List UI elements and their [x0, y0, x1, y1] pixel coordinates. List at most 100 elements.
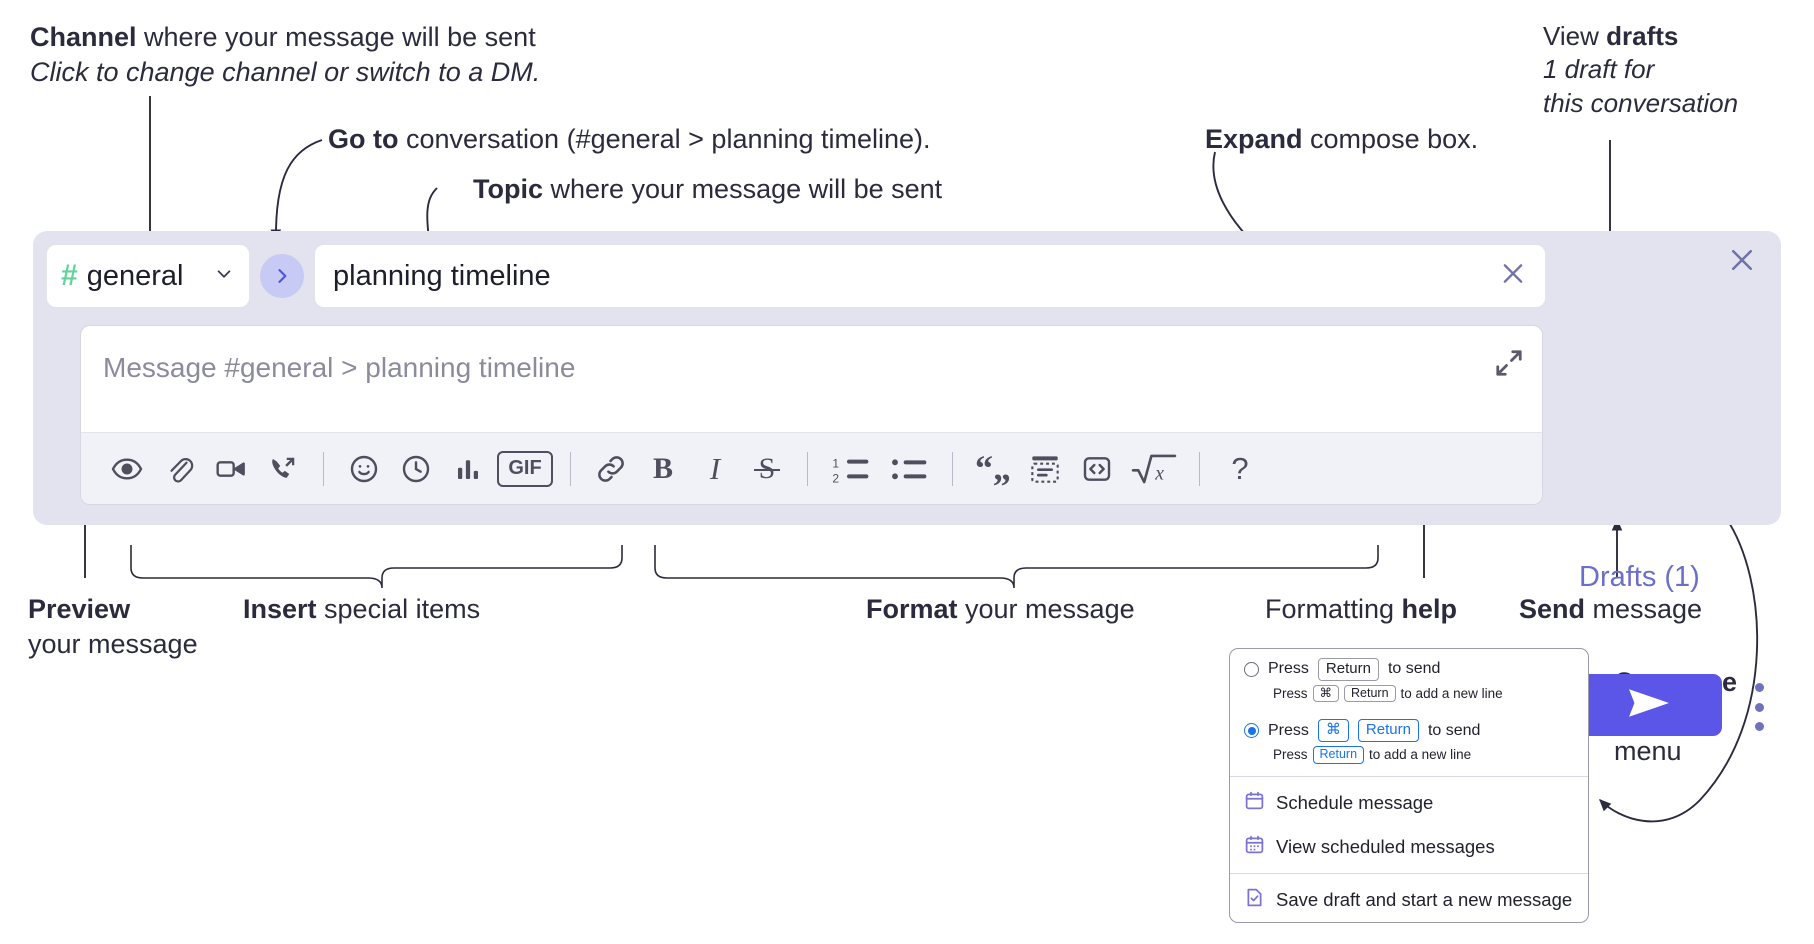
- radio-selected[interactable]: [1244, 723, 1259, 739]
- channel-selector[interactable]: # general: [47, 245, 249, 307]
- toolbar-separator: [323, 451, 324, 486]
- kebab-dot: [1754, 702, 1764, 712]
- clock-icon[interactable]: [390, 443, 442, 495]
- send-option-return-sub: Press ⌘ Return to add a new line: [1230, 683, 1588, 711]
- italic-label: I: [709, 450, 721, 486]
- paperclip-icon[interactable]: [153, 443, 205, 495]
- compose-options-button[interactable]: [1747, 683, 1771, 731]
- bulleted-list-icon[interactable]: [880, 443, 938, 495]
- annotation-topic-rest: where your message will be sent: [543, 174, 943, 204]
- calendar-icon: [1244, 790, 1265, 816]
- annotation-help-pre: Formatting: [1265, 594, 1402, 624]
- annotation-channel: Channel where your message will be sent …: [30, 20, 670, 89]
- gif-label: GIF: [497, 450, 553, 487]
- annotation-help-bold: help: [1401, 594, 1458, 624]
- annotation-drafts-italic2: this conversation: [1543, 87, 1739, 118]
- drafts-link[interactable]: Drafts (1): [1579, 561, 1700, 593]
- strikethrough-label: S: [758, 451, 776, 485]
- annotation-preview-bold: Preview: [28, 594, 131, 624]
- send-option-cmd-return-sub: Press Return to add a new line: [1230, 744, 1588, 772]
- annotation-topic: Topic where your message will be sent: [473, 172, 1113, 207]
- eye-icon[interactable]: [101, 443, 153, 495]
- expand-compose-icon[interactable]: [1494, 348, 1524, 383]
- annotation-help: Formatting help: [1265, 592, 1515, 627]
- menu-item-schedule-message[interactable]: Schedule message: [1230, 781, 1588, 825]
- close-icon[interactable]: [1725, 243, 1759, 277]
- annotation-insert-bold: Insert: [243, 594, 317, 624]
- svg-text:x: x: [1154, 463, 1164, 484]
- code-icon[interactable]: [1071, 443, 1123, 495]
- menu-divider: [1230, 872, 1588, 874]
- topic-value: planning timeline: [333, 259, 551, 292]
- annotation-expand-rest: compose box.: [1302, 124, 1479, 154]
- ordered-list-icon[interactable]: 1 2: [822, 443, 880, 495]
- key-return: Return: [1312, 746, 1365, 764]
- toolbar-separator: [1199, 451, 1200, 486]
- toolbar-separator: [952, 451, 953, 486]
- svg-text:1: 1: [832, 456, 839, 470]
- annotation-preview-rest: your message: [28, 628, 198, 659]
- goto-conversation-button[interactable]: [260, 254, 304, 298]
- key-return: Return: [1317, 658, 1379, 681]
- option1-pre: Press: [1268, 660, 1309, 678]
- option1-sub-post: to add a new line: [1400, 686, 1503, 702]
- annotation-drafts: View drafts 1 draft for this conversatio…: [1543, 20, 1803, 120]
- send-button[interactable]: [1576, 674, 1722, 736]
- annotation-compose-rest: menu: [1614, 736, 1682, 767]
- toolbar-separator: [807, 451, 808, 486]
- blockquote-icon[interactable]: “„: [967, 443, 1019, 495]
- link-icon[interactable]: [585, 443, 637, 495]
- call-forward-icon[interactable]: [257, 443, 309, 495]
- code-block-icon[interactable]: [1019, 443, 1071, 495]
- topic-input[interactable]: planning timeline: [315, 245, 1545, 307]
- bold-label: B: [652, 451, 673, 485]
- kebab-dot: [1754, 722, 1764, 731]
- strike-line: [753, 469, 781, 472]
- menu-item-label: Save draft and start a new message: [1276, 888, 1573, 910]
- annotation-channel-rest: where your message will be sent: [136, 22, 536, 52]
- compose-topbar: # general planning timeline: [47, 245, 1545, 307]
- video-icon[interactable]: [205, 443, 257, 495]
- message-editor[interactable]: Message #general > planning timeline: [80, 325, 1543, 505]
- send-option-cmd-return[interactable]: Press ⌘ Return to send: [1230, 710, 1588, 744]
- emoji-icon[interactable]: [338, 443, 390, 495]
- italic-icon[interactable]: I: [689, 443, 741, 495]
- formula-icon[interactable]: x: [1123, 443, 1185, 495]
- annotation-channel-italic: Click to change channel or switch to a D…: [30, 56, 541, 87]
- annotation-expand: Expand compose box.: [1205, 122, 1535, 157]
- send-option-return[interactable]: Press Return to send: [1230, 649, 1588, 683]
- key-return: Return: [1344, 684, 1396, 703]
- toolbar-separator: [570, 451, 571, 486]
- bold-icon[interactable]: B: [637, 443, 689, 495]
- annotation-insert: Insert special items: [243, 592, 573, 627]
- strikethrough-icon[interactable]: S: [741, 443, 793, 495]
- menu-divider: [1230, 775, 1588, 777]
- radio-unselected[interactable]: [1244, 661, 1259, 677]
- formatting-toolbar: GIF B I S: [81, 432, 1542, 504]
- annotation-goto-rest: conversation (#general > planning timeli…: [398, 124, 931, 154]
- gif-icon[interactable]: GIF: [494, 443, 556, 495]
- annotation-channel-bold: Channel: [30, 22, 137, 52]
- send-paperplane-icon: [1626, 686, 1672, 725]
- key-return: Return: [1357, 719, 1419, 743]
- annotation-format: Format your message: [866, 592, 1196, 627]
- quote-glyph: “„: [975, 447, 1011, 488]
- help-icon[interactable]: ?: [1214, 443, 1266, 495]
- hash-icon: #: [61, 259, 78, 292]
- document-check-icon: [1244, 887, 1265, 913]
- menu-item-label: View scheduled messages: [1276, 835, 1495, 857]
- menu-item-view-scheduled-messages[interactable]: View scheduled messages: [1230, 825, 1588, 869]
- message-input-placeholder: Message #general > planning timeline: [103, 352, 576, 383]
- svg-text:2: 2: [832, 471, 839, 485]
- calendar-grid-icon: [1244, 834, 1265, 860]
- poll-icon[interactable]: [442, 443, 494, 495]
- annotation-drafts-bold: drafts: [1606, 21, 1679, 51]
- annotation-topic-bold: Topic: [473, 174, 543, 204]
- clear-topic-icon[interactable]: [1499, 260, 1527, 293]
- annotation-send: Send message: [1519, 592, 1769, 627]
- annotation-drafts-pre: View: [1543, 21, 1607, 51]
- annotation-format-bold: Format: [866, 594, 958, 624]
- option1-post: to send: [1387, 660, 1441, 678]
- annotation-send-rest: message: [1585, 594, 1703, 624]
- menu-item-save-draft[interactable]: Save draft and start a new message: [1230, 878, 1588, 922]
